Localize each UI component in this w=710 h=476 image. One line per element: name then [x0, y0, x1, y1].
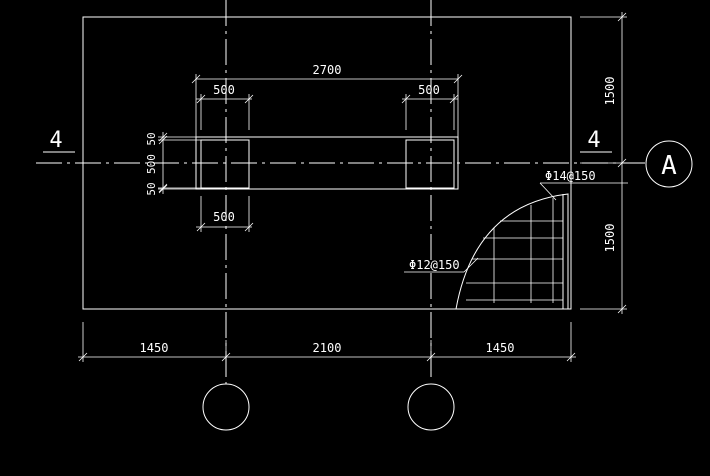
axis-bubble-a: A [645, 140, 693, 188]
dimension-right-vertical: 1500 1500 [580, 12, 627, 314]
dimension-text: 1450 [486, 341, 515, 355]
dimension-text: 2700 [313, 63, 342, 77]
dimension-text: 500 [213, 83, 235, 97]
section-mark-label: 4 [49, 128, 62, 153]
dimension-text: 2100 [313, 341, 342, 355]
dimension-top-right-column: 500 [401, 83, 459, 130]
dimension-text: 50 [145, 182, 158, 195]
axis-bubble-2 [407, 383, 455, 431]
column-left [200, 139, 250, 189]
section-mark-left: 4 [43, 128, 75, 153]
dimension-text: 1500 [603, 224, 617, 253]
dimension-text: 1450 [140, 341, 169, 355]
dimension-text: 1500 [603, 77, 617, 106]
dimension-bottom-chain: 1450 2100 1450 [78, 322, 576, 362]
dimension-bottom-column: 500 [196, 196, 254, 232]
axis-bubble-label: A [661, 151, 677, 181]
section-mark-label: 4 [587, 128, 600, 153]
dimension-text: 50 [145, 132, 158, 145]
dimension-text: 500 [213, 210, 235, 224]
section-mark-right: 4 [580, 128, 612, 153]
dimension-text: 500 [145, 154, 158, 174]
axis-bubble-1 [202, 383, 250, 431]
dimension-left-stack: 50 500 50 [145, 132, 201, 196]
dimension-top-left-column: 500 [196, 83, 254, 130]
rebar-label-bottom: Φ12@150 [409, 258, 460, 272]
grade-beam [195, 136, 459, 190]
rebar-detail: Φ14@150 Φ12@150 [404, 169, 628, 310]
dimension-top-overall: 2700 [191, 63, 463, 137]
column-right [405, 139, 455, 189]
dimension-text: 500 [418, 83, 440, 97]
rebar-label-top: Φ14@150 [545, 169, 596, 183]
